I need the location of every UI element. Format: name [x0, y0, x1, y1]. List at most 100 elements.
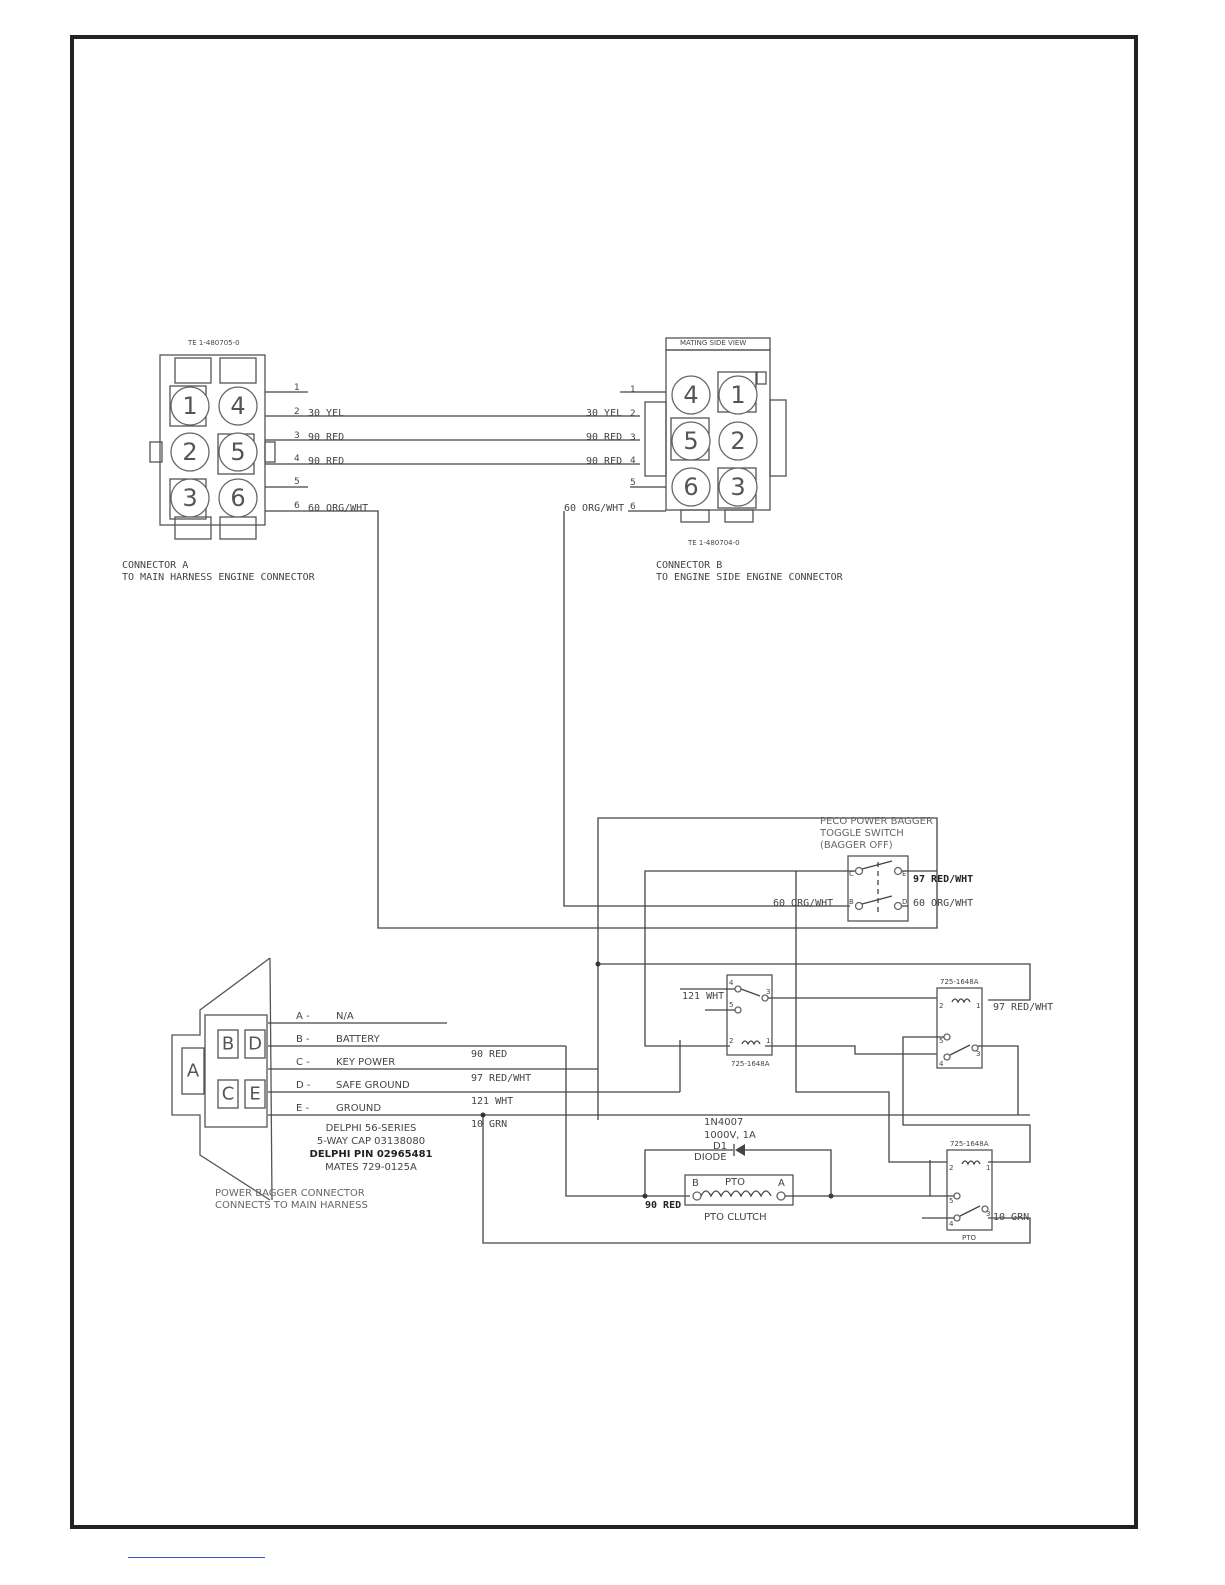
pto-wire: 90 RED — [645, 1200, 681, 1211]
pto-label: PTO — [725, 1177, 745, 1188]
pin-function: KEY POWER — [336, 1057, 395, 1068]
relay-terminal: 2 — [729, 1037, 733, 1045]
pin-letter: E - — [296, 1103, 309, 1114]
relay-3-body — [946, 1149, 993, 1231]
toggle-terminal: C — [849, 870, 854, 878]
diode-label: 1N4007 — [704, 1117, 743, 1128]
pto-clutch: PTO B A PTO CLUTCH 90 RED — [645, 1174, 794, 1223]
connector-b-wire-number: 1 — [630, 385, 636, 395]
relay-3-label: PTO — [962, 1234, 976, 1242]
connector-a-caption: CONNECTOR A — [122, 560, 188, 571]
connector-a-wire-label: 90 RED — [308, 432, 344, 443]
connector-a-pin: 4 — [230, 392, 245, 420]
toggle-wire-label: 60 ORG/WHT — [773, 898, 833, 909]
connector-a-pin: 5 — [230, 438, 245, 466]
toggle-terminal: B — [849, 898, 854, 906]
cavity-label: C — [222, 1084, 235, 1105]
connector-a-wire-label: 30 YEL — [308, 408, 344, 419]
connector-a: TE 1-480705-0 1 4 2 5 3 6 1 2 3 4 5 6 30… — [122, 339, 368, 583]
connector-b-wire-label: 30 YEL — [586, 408, 622, 419]
power-bagger-connector: A B D C E A - N/A B - BATTERY C - KEY PO… — [171, 957, 531, 1211]
connector-a-pin: 2 — [182, 438, 197, 466]
connector-a-wire-number: 3 — [294, 431, 300, 441]
connector-b-wire-label: 90 RED — [586, 456, 622, 467]
pin-letter: A - — [296, 1011, 310, 1022]
relay-terminal: 5 — [939, 1037, 943, 1045]
connector-b-wire-number: 2 — [630, 409, 636, 419]
toggle-switch-title: PECO POWER BAGGER — [820, 816, 933, 827]
connector-b-pin: 1 — [730, 381, 745, 409]
bagger-caption: CONNECTS TO MAIN HARNESS — [215, 1200, 368, 1211]
relay-3: 725-1648A PTO 10 GRN 2 1 5 4 3 — [946, 1140, 1029, 1242]
connector-b-wire-label: 60 ORG/WHT — [564, 503, 624, 514]
pto-terminal: A — [778, 1178, 785, 1189]
relay-terminal: 5 — [949, 1197, 953, 1205]
pin-letter: B - — [296, 1034, 310, 1045]
bagger-wire-label: 90 RED — [471, 1049, 507, 1060]
diode-label: 1000V, 1A — [704, 1130, 756, 1141]
bagger-wire-label: 10 GRN — [471, 1119, 507, 1130]
connector-a-pin: 6 — [230, 484, 245, 512]
bagger-spec: MATES 729-0125A — [325, 1162, 417, 1173]
connector-a-pin: 1 — [182, 392, 197, 420]
bagger-spec: DELPHI 56-SERIES — [326, 1123, 417, 1134]
connector-a-wire-number: 6 — [294, 501, 300, 511]
toggle-switch: PECO POWER BAGGER TOGGLE SWITCH (BAGGER … — [773, 816, 973, 922]
connector-b-caption: TO ENGINE SIDE ENGINE CONNECTOR — [656, 572, 844, 583]
connector-b-pin: 2 — [730, 427, 745, 455]
connector-b-pin: 4 — [683, 381, 698, 409]
connector-b-header: MATING SIDE VIEW — [680, 339, 746, 347]
cavity-label: E — [249, 1084, 260, 1105]
diode-label: DIODE — [694, 1152, 727, 1163]
relay-terminal: 2 — [949, 1164, 953, 1172]
connector-a-wire-number: 2 — [294, 407, 300, 417]
connector-b-wire-number: 4 — [630, 456, 636, 466]
connector-b-wire-number: 3 — [630, 433, 636, 443]
toggle-switch-body — [847, 855, 909, 922]
pin-function: N/A — [336, 1011, 354, 1022]
relay-2: 725-1648A 97 RED/WHT 2 1 5 4 3 — [936, 978, 1053, 1069]
toggle-terminal: D — [902, 898, 907, 906]
bagger-wire-label: 121 WHT — [471, 1096, 513, 1107]
pin-function: GROUND — [336, 1103, 381, 1114]
relay-2-wire: 97 RED/WHT — [993, 1002, 1053, 1013]
connector-a-caption: TO MAIN HARNESS ENGINE CONNECTOR — [122, 572, 316, 583]
toggle-switch-title: (BAGGER OFF) — [820, 840, 893, 851]
pin-letter: C - — [296, 1057, 310, 1068]
pto-clutch-body — [684, 1174, 794, 1206]
toggle-wire-label: 97 RED/WHT — [913, 874, 973, 885]
bagger-spec: 5-WAY CAP 03138080 — [317, 1136, 425, 1147]
connector-a-wire-number: 1 — [294, 383, 300, 393]
relay-3-wire: 10 GRN — [993, 1212, 1029, 1223]
pto-terminal: B — [692, 1178, 699, 1189]
pto-caption: PTO CLUTCH — [704, 1212, 767, 1223]
connector-b: MATING SIDE VIEW 4 1 5 2 6 3 1 2 3 4 5 6… — [564, 337, 844, 583]
relay-terminal: 1 — [976, 1002, 980, 1010]
relay-1-body — [726, 974, 773, 1056]
connector-b-wire-number: 5 — [630, 478, 636, 488]
cavity-label: D — [248, 1034, 262, 1055]
relay-1-wire: 121 WHT — [682, 991, 724, 1002]
relay-terminal: 2 — [939, 1002, 943, 1010]
relay-terminal: 5 — [729, 1001, 733, 1009]
diode: 1N4007 1000V, 1A D1 DIODE — [644, 1117, 832, 1196]
connector-a-wire-number: 5 — [294, 477, 300, 487]
bagger-wire-label: 97 RED/WHT — [471, 1073, 531, 1084]
relay-terminal: 4 — [949, 1220, 954, 1228]
connector-b-part-number: TE 1-480704-0 — [687, 539, 740, 547]
page-border — [70, 35, 1138, 1529]
footer-link-underline — [128, 1557, 265, 1558]
toggle-terminal: E — [902, 870, 906, 878]
relay-terminal: 4 — [939, 1060, 944, 1068]
connector-b-pin: 5 — [683, 427, 698, 455]
relay-2-body — [936, 987, 983, 1069]
bagger-caption: POWER BAGGER CONNECTOR — [215, 1188, 365, 1199]
relay-terminal: 3 — [976, 1050, 980, 1058]
pin-function: SAFE GROUND — [336, 1080, 410, 1091]
connector-a-wire-label: 90 RED — [308, 456, 344, 467]
relay-1-part: 725-1648A — [731, 1060, 770, 1068]
relay-terminal: 1 — [986, 1164, 990, 1172]
connector-a-wire-number: 4 — [294, 454, 300, 464]
relay-3-part: 725-1648A — [950, 1140, 989, 1148]
